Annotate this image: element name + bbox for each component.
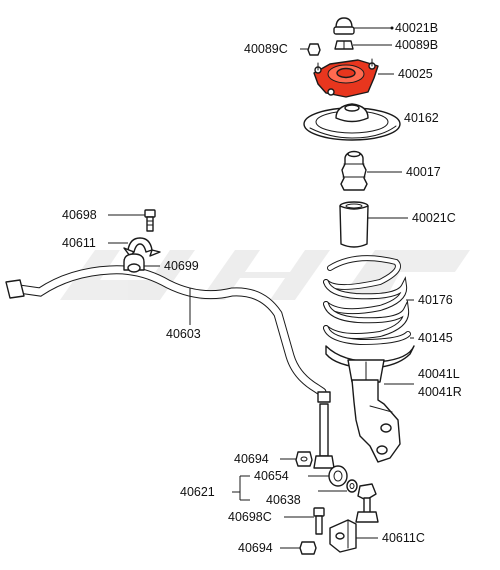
label-40611[interactable]: 40611 bbox=[62, 236, 96, 250]
bump-stop-40017[interactable] bbox=[340, 150, 368, 191]
bolt-40698[interactable] bbox=[144, 209, 156, 232]
nut-40089B[interactable] bbox=[334, 40, 354, 50]
spring-seat-40162[interactable] bbox=[303, 103, 401, 141]
dust-boot-40021C[interactable] bbox=[339, 201, 369, 248]
label-40698C[interactable]: 40698C bbox=[228, 510, 272, 524]
label-40611C[interactable]: 40611C bbox=[382, 531, 425, 545]
label-40089C[interactable]: 40089C bbox=[244, 42, 288, 56]
stabilizer-bar-40603[interactable] bbox=[5, 265, 331, 403]
bracket-40611[interactable] bbox=[123, 237, 161, 257]
label-40699[interactable]: 40699 bbox=[164, 259, 199, 273]
cap-nut-40021B[interactable] bbox=[333, 17, 355, 35]
label-40145[interactable]: 40145 bbox=[418, 331, 453, 345]
label-40021B[interactable]: 40021B bbox=[395, 21, 438, 35]
bushing-40699[interactable] bbox=[123, 253, 145, 273]
strut-mount-40025[interactable] bbox=[313, 58, 379, 98]
label-40041R[interactable]: 40041R bbox=[418, 385, 462, 399]
washer-40638[interactable] bbox=[346, 479, 358, 493]
label-40041L[interactable]: 40041L bbox=[418, 367, 460, 381]
strut-body-40041[interactable] bbox=[347, 359, 401, 463]
label-40021C[interactable]: 40021C bbox=[412, 211, 456, 225]
leader-lines bbox=[108, 26, 414, 549]
coil-spring-40176[interactable] bbox=[323, 255, 411, 346]
bushing-40654[interactable] bbox=[328, 465, 348, 487]
label-40694-bottom[interactable]: 40694 bbox=[238, 541, 273, 555]
label-40698[interactable]: 40698 bbox=[62, 208, 97, 222]
label-40694-mid[interactable]: 40694 bbox=[234, 452, 269, 466]
label-40162[interactable]: 40162 bbox=[404, 111, 439, 125]
nut-40089C[interactable] bbox=[307, 43, 321, 56]
ball-joint[interactable] bbox=[355, 483, 379, 523]
bolt-40698C[interactable] bbox=[313, 507, 325, 535]
stabilizer-link-40621[interactable] bbox=[313, 403, 335, 469]
label-40089B[interactable]: 40089B bbox=[395, 38, 438, 52]
nut-40694-mid[interactable] bbox=[295, 451, 313, 467]
nut-40694-bottom[interactable] bbox=[299, 541, 317, 555]
label-40638[interactable]: 40638 bbox=[266, 493, 301, 507]
label-40603[interactable]: 40603 bbox=[166, 327, 201, 341]
part-labels: 40021B 40089B 40089C 40025 40162 40017 4… bbox=[62, 21, 462, 555]
watermark-logo bbox=[60, 250, 470, 300]
label-40025[interactable]: 40025 bbox=[398, 67, 433, 81]
label-40654[interactable]: 40654 bbox=[254, 469, 289, 483]
label-40017[interactable]: 40017 bbox=[406, 165, 441, 179]
label-40621[interactable]: 40621 bbox=[180, 485, 215, 499]
label-40176[interactable]: 40176 bbox=[418, 293, 453, 307]
bracket-40611C[interactable] bbox=[329, 519, 357, 553]
